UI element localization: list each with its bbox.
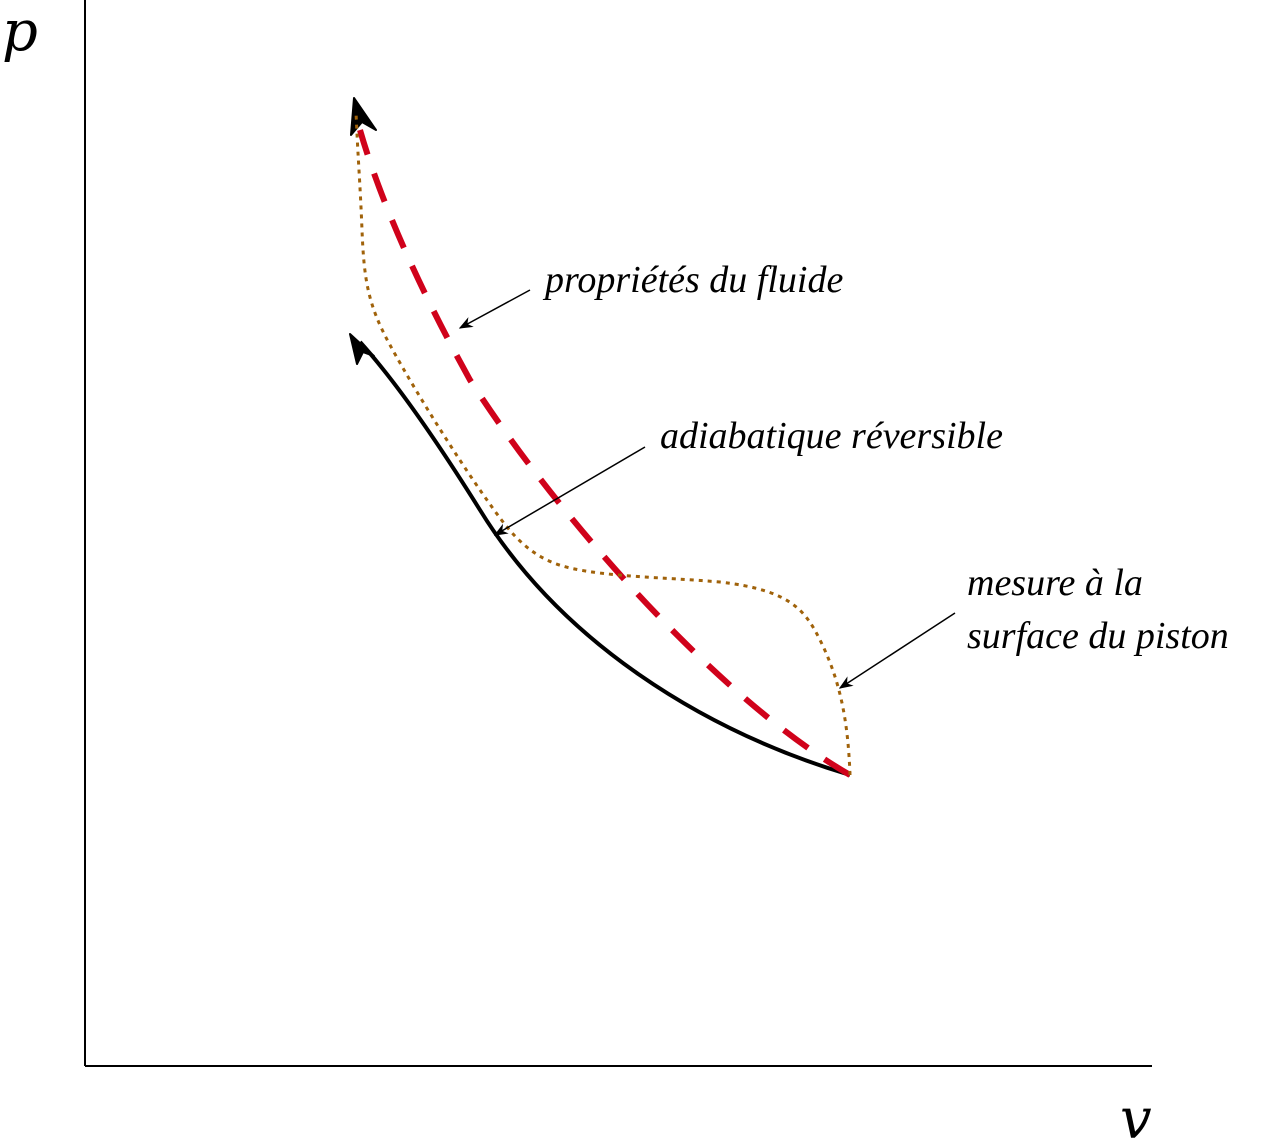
reversible-adiabatic-arrowhead <box>349 333 375 365</box>
fluid-properties-label: propriétés du fluide <box>542 259 843 301</box>
reversible-adiabatic-label: adiabatique réversible <box>660 415 1003 457</box>
fluid-properties-pointer <box>458 289 531 329</box>
reversible-adiabatic-curve <box>358 340 851 777</box>
y-axis-label: p <box>2 0 38 64</box>
piston-measure-pointer <box>838 612 956 689</box>
piston-measure-curve <box>354 111 852 776</box>
piston-measure-label-line2: surface du piston <box>967 615 1229 657</box>
reversible-adiabatic-pointer <box>493 446 646 536</box>
x-axis-label: v <box>1120 1087 1152 1142</box>
piston-measure-label-line1: mesure à la <box>967 562 1143 604</box>
